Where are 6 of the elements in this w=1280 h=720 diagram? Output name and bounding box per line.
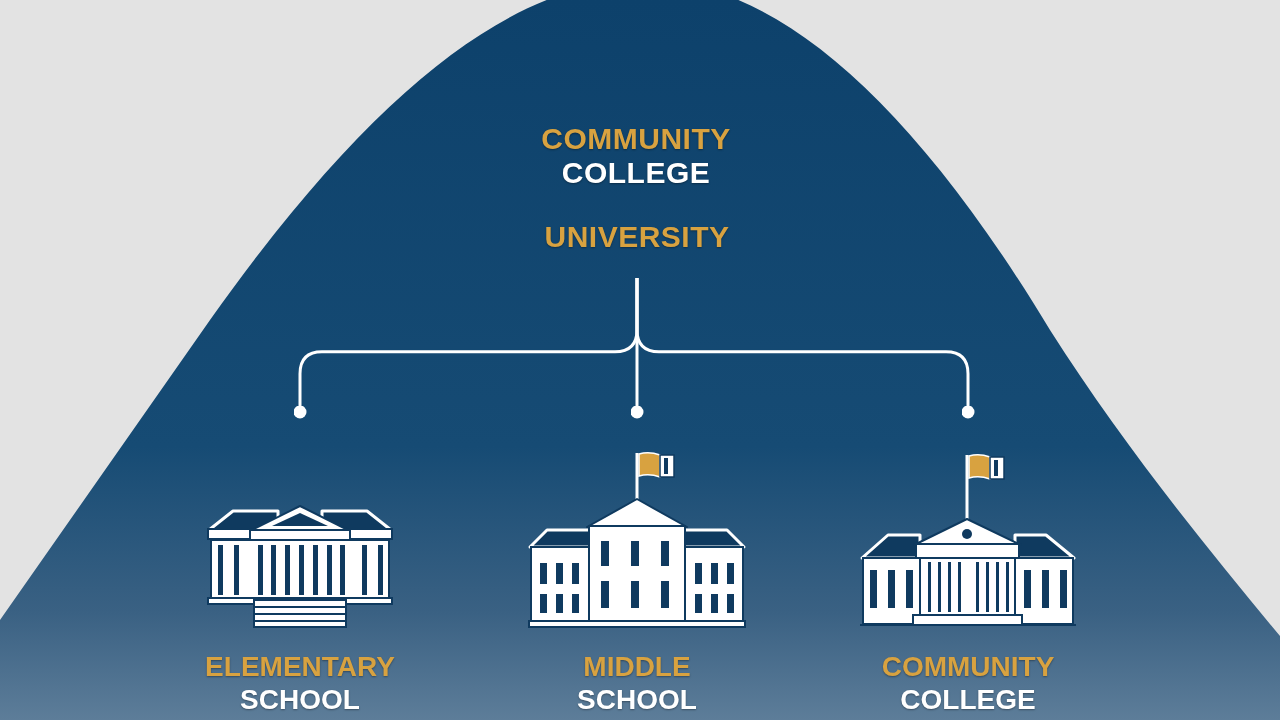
school-label: ELEMENTARY SCHOOL — [205, 650, 395, 716]
node-label: UNIVERSITY — [544, 220, 730, 254]
school-label: MIDDLE SCHOOL — [577, 650, 697, 716]
connector-line — [635, 278, 975, 419]
heading-text: COMMUNITY COLLEGE — [540, 122, 732, 190]
school-label: COMMUNITY COLLEGE — [881, 650, 1055, 716]
